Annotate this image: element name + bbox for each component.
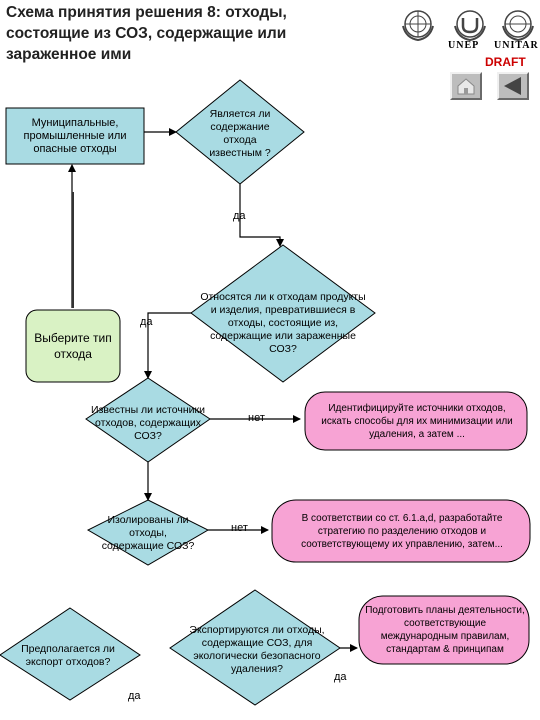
- node-strategy: В соответствии со ст. 6.1.a,d, разработа…: [301, 512, 503, 550]
- diamond-isolated: [86, 499, 210, 566]
- home-icon: [457, 78, 475, 95]
- diamond-export: [0, 607, 141, 701]
- node-municipal: Муниципальные, промышленные или опасные …: [23, 116, 127, 155]
- node-identify: Идентифицируйте источники отходов, искат…: [321, 402, 513, 440]
- unitar-label: UNITAR: [494, 40, 539, 51]
- diamond-sources: [85, 377, 211, 463]
- prepare-plans-box: [358, 595, 530, 665]
- node-sources-known: Известны ли источники отходов, содержащи…: [91, 403, 205, 442]
- edge-label-no: нет: [231, 522, 248, 534]
- identify-box: [304, 391, 528, 451]
- node-isolated: Изолированы ли отходы, содержащие СОЗ?: [101, 513, 195, 552]
- node-export-planned: Предполагается ли экспорт отходов?: [21, 643, 115, 668]
- home-button[interactable]: [450, 72, 482, 100]
- draft-label: DRAFT: [485, 55, 526, 69]
- back-arrow-icon: [504, 77, 521, 95]
- strategy-box: [271, 499, 531, 563]
- edge-label-yes: да: [334, 671, 347, 683]
- node-prepare-plans: Подготовить планы деятельности, соответс…: [365, 605, 525, 655]
- unitar-emblem-icon: [502, 10, 534, 42]
- back-button[interactable]: [497, 72, 529, 100]
- unep-label: UNEP: [448, 40, 480, 51]
- unep-emblem-icon: [454, 10, 486, 42]
- node-is-known: Является ли содержание отхода известным …: [209, 108, 271, 159]
- choose-type-box: [25, 309, 121, 383]
- node-exported: Экспортируются ли отходы, содержащие СОЗ…: [189, 624, 325, 675]
- edge-label-yes: да: [233, 210, 246, 222]
- un-emblem-icon: [402, 10, 434, 42]
- edge-label-no: нет: [248, 412, 265, 424]
- edge-label-yes: да: [128, 690, 141, 702]
- municipal-box: [5, 107, 145, 165]
- page-title: Схема принятия решения 8: отходы, состоя…: [6, 4, 287, 63]
- diamond-is-known: [175, 79, 305, 185]
- connector: [239, 183, 284, 247]
- diamond-products: [190, 244, 376, 383]
- diamond-exported: [169, 589, 341, 706]
- node-choose-type: Выберите тип отхода: [34, 331, 112, 361]
- edge-label-yes: да: [140, 316, 153, 328]
- connector: [144, 312, 210, 379]
- node-products: Относятся ли к отходам продукты и издели…: [200, 290, 366, 355]
